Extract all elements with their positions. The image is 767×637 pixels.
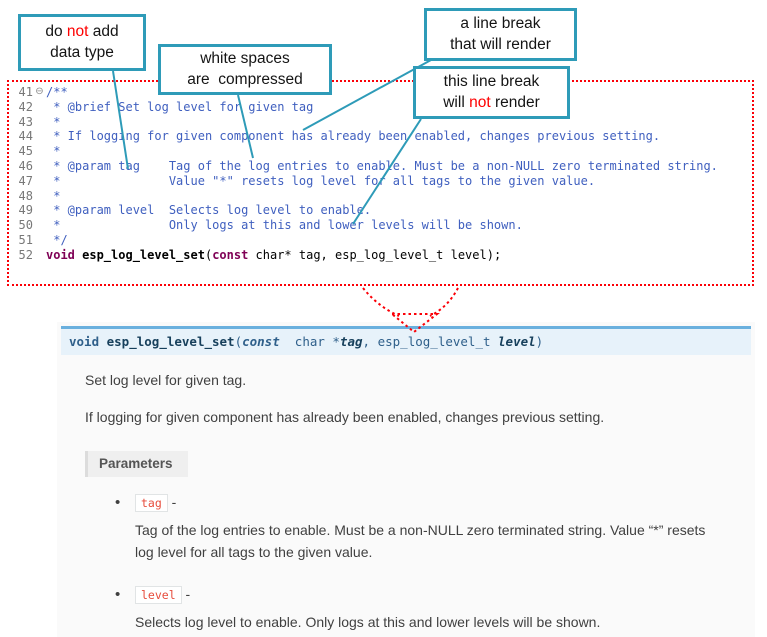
bullet-icon: • [115,494,121,511]
callout-line: a line break [460,14,541,32]
fold-gutter [33,233,46,248]
code-text: * Only logs at this and lower levels wil… [46,218,523,233]
parameters-heading: Parameters [85,451,188,477]
code-text: * @brief Set log level for given tag [46,99,314,114]
code-text: * [46,114,61,129]
code-line: 42 * @brief Set log level for given tag [9,100,752,115]
code-lines: 41⊖/**42 * @brief Set log level for give… [9,85,752,263]
parameter-head: • tag - [115,494,755,512]
line-number: 52 [18,247,33,262]
line-number: 45 [18,144,33,159]
line-number: 41 [18,85,33,99]
parameter-description: Tag of the log entries to enable. Must b… [135,522,706,560]
callout-line: white spaces [200,49,290,67]
code-line: 48 * [9,189,752,204]
sig-const-keyword: const [242,334,280,349]
line-number: 43 [18,114,33,129]
fold-gutter [33,248,46,263]
fold-gutter [33,100,46,115]
code-line: 50 * Only logs at this and lower levels … [9,218,752,233]
fold-gutter [33,174,46,189]
callout-line: that will render [450,35,551,53]
parameter-list: • tag - Tag of the log entries to enable. … [115,494,755,633]
function-signature: void esp_log_level_set(const char *tag, … [61,326,751,355]
sig-type-2: esp_log_level_t [377,334,499,349]
line-number: 47 [18,173,33,188]
sig-paren-close: ) [535,334,544,349]
sig-separator: , [362,334,378,349]
callout-line: this line break [443,72,540,90]
callout-line-break-not-render: this line break will not render [413,66,570,119]
docs-description: If logging for given component has alrea… [85,409,605,425]
sig-type-1: char * [279,334,340,349]
code-line: 47 * Value "*" resets log level for all … [9,174,752,189]
parameter-name: tag [135,494,168,512]
fold-gutter [33,218,46,233]
fold-gutter [33,129,46,144]
parameter-item: • tag - Tag of the log entries to enable. … [115,494,755,563]
code-line: 44 * If logging for given component has … [9,129,752,144]
parameter-dash: - [167,494,177,510]
code-text: */ [46,232,68,247]
code-text: void esp_log_level_set(const char* tag, … [46,247,502,262]
code-line: 46 * @param tag Tag of the log entries t… [9,159,752,174]
parameter-description: Selects log level to enable. Only logs a… [135,614,601,630]
docs-brief: Set log level for given tag. [85,372,247,388]
callout-whitespace-compressed: white spaces are compressed [158,44,332,95]
callout-line: are compressed [187,70,303,88]
code-text: * Value "*" resets log level for all tag… [46,173,596,188]
bullet-icon: • [115,586,121,603]
fold-gutter [33,144,46,159]
line-number: 46 [18,158,33,173]
code-text: * @param tag Tag of the log entries to e… [46,158,718,173]
fold-gutter [33,115,46,130]
code-line: 52 void esp_log_level_set(const char* tag… [9,248,752,263]
code-editor-snippet: 41⊖/**42 * @brief Set log level for give… [7,80,754,286]
callout-line: data type [50,43,114,61]
parameter-dash: - [181,586,191,602]
fold-gutter [33,189,46,204]
parameter-item: • level - Selects log level to enable. Onl… [115,586,755,633]
fold-collapse-icon[interactable]: ⊖ [35,86,44,97]
callout-no-datatype: do not add data type [18,14,146,71]
callout-line-break-renders: a line break that will render [424,8,577,61]
sig-param-2: level [498,334,536,349]
line-number: 44 [18,129,33,144]
code-text: * [46,144,61,159]
fold-gutter [33,203,46,218]
line-number: 50 [18,218,33,233]
code-line: 49 * @param level Selects log level to e… [9,203,752,218]
code-line: 51 */ [9,233,752,248]
code-text: * [46,188,61,203]
sig-function-name: esp_log_level_set [99,334,235,349]
line-number: 51 [18,232,33,247]
fold-gutter [33,159,46,174]
line-number: 42 [18,99,33,114]
sig-return-type: void [69,334,100,349]
callout-line: will not render [443,93,540,111]
code-text: /** [46,85,68,99]
callout-line: do not add [45,22,119,40]
code-line: 45 * [9,144,752,159]
code-text: * @param level Selects log level to enab… [46,203,372,218]
code-line: 43 * [9,115,752,130]
code-text: * If logging for given component has alr… [46,129,661,144]
parameter-head: • level - [115,586,755,604]
code-line: 41⊖/** [9,85,752,100]
line-number: 48 [18,188,33,203]
sig-param-1: tag [339,334,363,349]
line-number: 49 [18,203,33,218]
rendered-docs: void esp_log_level_set(const char *tag, … [57,322,755,637]
parameter-name: level [135,586,182,604]
sig-paren-open: ( [234,334,243,349]
